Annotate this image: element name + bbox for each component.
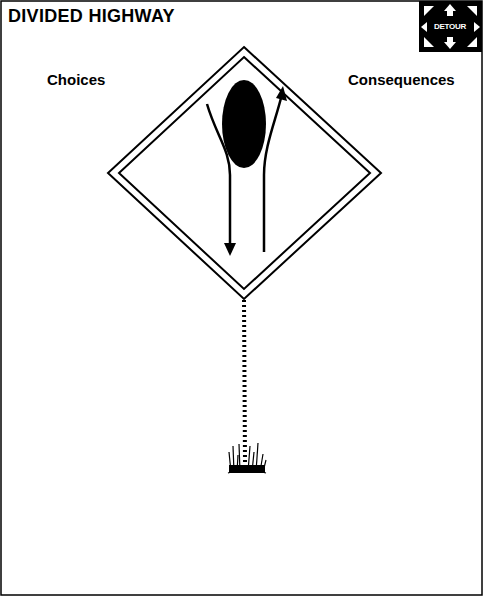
logo-arrow-corner — [424, 6, 434, 16]
logo-arrow-down-stem — [447, 37, 453, 42]
grass-ground — [229, 465, 265, 473]
logo-arrows — [421, 4, 480, 49]
arrowhead — [224, 243, 236, 256]
divided-highway-sign — [108, 47, 381, 299]
logo-square — [419, 1, 482, 52]
logo-text: DETOUR — [430, 23, 470, 31]
sign-inner-diamond — [119, 57, 370, 289]
side-label: Consequences — [348, 72, 455, 87]
logo-arrow-corner — [424, 37, 434, 47]
logo-arrow-right — [474, 22, 480, 32]
logo-arrow-up-stem — [447, 11, 453, 16]
side-label: Choices — [47, 72, 105, 87]
median-island — [222, 80, 266, 168]
page-title: DIVIDED HIGHWAY — [8, 7, 175, 25]
sign-outer-diamond — [108, 47, 381, 299]
logo-arrow-corner — [467, 6, 477, 16]
sign-post — [244, 300, 245, 462]
logo-arrow-down — [444, 42, 456, 49]
detour-logo — [419, 1, 482, 52]
arrowhead — [276, 86, 287, 101]
logo-arrow-up — [444, 4, 456, 11]
lane-arrow-down — [207, 104, 230, 245]
grass-tuft — [228, 443, 266, 473]
logo-arrow-corner — [467, 37, 477, 47]
logo-arrow-left — [421, 22, 427, 32]
lane-arrow-up — [264, 98, 281, 252]
